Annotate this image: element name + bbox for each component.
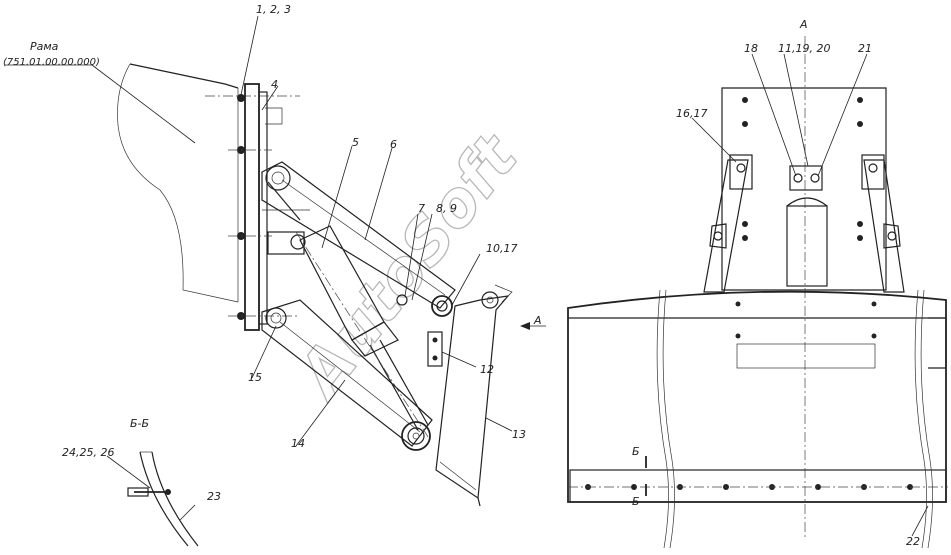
front-mounting-plate bbox=[721, 36, 887, 540]
callout-7: 7 bbox=[418, 202, 425, 215]
section-b-b bbox=[127, 451, 199, 547]
bracket bbox=[262, 181, 310, 255]
mounting-plate bbox=[228, 83, 300, 331]
callout-10-17: 10,17 bbox=[486, 242, 518, 255]
side-labels: Рама (751.01.00.00.000) 1, 2, 3 4 5 6 7 … bbox=[3, 3, 542, 503]
side-linkages bbox=[703, 154, 905, 293]
front-labels: А 18 11,19, 20 21 16,17 22 Б Б bbox=[632, 18, 920, 548]
side-view: Рама (751.01.00.00.000) 1, 2, 3 4 5 6 7 … bbox=[3, 3, 546, 547]
callout-6: 6 bbox=[390, 138, 397, 151]
frame-code-label: (751.01.00.00.000) bbox=[3, 57, 100, 68]
view-a-title: А bbox=[799, 18, 808, 31]
callout-21: 21 bbox=[858, 42, 872, 55]
callout-15: 15 bbox=[248, 371, 262, 384]
hydraulic-cylinder bbox=[295, 225, 431, 441]
callout-8-9: 8, 9 bbox=[436, 202, 457, 215]
watermark: AutoSoft bbox=[281, 120, 533, 414]
callout-14: 14 bbox=[291, 437, 305, 450]
front-view: А 18 11,19, 20 21 16,17 22 Б Б bbox=[567, 18, 948, 549]
frame-name-label: Рама bbox=[30, 40, 59, 53]
callout-11-19-20: 11,19, 20 bbox=[778, 42, 830, 55]
central-column bbox=[786, 165, 828, 287]
callout-1-2-3: 1, 2, 3 bbox=[256, 3, 291, 16]
section-title: Б-Б bbox=[130, 417, 149, 430]
front-leaders bbox=[691, 53, 929, 537]
callout-18: 18 bbox=[744, 42, 758, 55]
callout-22: 22 bbox=[906, 535, 920, 548]
arrow-a-label: А bbox=[533, 314, 542, 327]
callout-12: 12 bbox=[480, 363, 494, 376]
frame-outline bbox=[117, 63, 300, 303]
callout-24-25-26: 24,25, 26 bbox=[62, 446, 114, 459]
callout-4: 4 bbox=[271, 78, 278, 91]
callout-5: 5 bbox=[352, 136, 359, 149]
callout-23: 23 bbox=[207, 490, 221, 503]
cut-label-bottom: Б bbox=[632, 495, 640, 508]
implement-body bbox=[427, 284, 513, 507]
blade bbox=[567, 289, 948, 549]
cut-label-top: Б bbox=[632, 445, 640, 458]
callout-13: 13 bbox=[512, 428, 526, 441]
side-leaders bbox=[5, 15, 546, 521]
lower-arm bbox=[261, 299, 433, 447]
callout-16-17: 16,17 bbox=[676, 107, 708, 120]
